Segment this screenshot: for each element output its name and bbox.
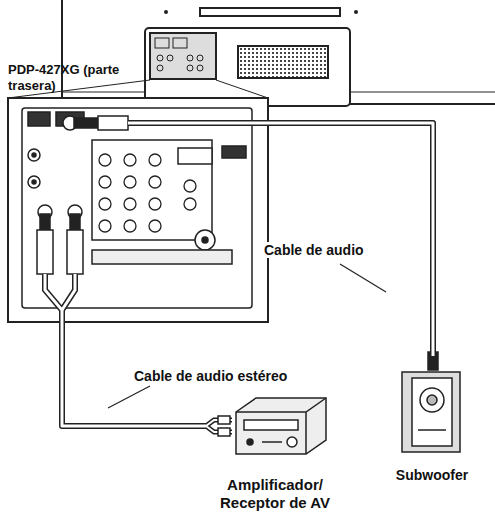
terminal-panel: [8, 98, 268, 322]
tv-back: [62, 0, 495, 106]
cable-label: Cable de audio estéreo: [132, 368, 289, 384]
model-heading: PDP-427XG (parte trasera): [8, 62, 128, 94]
device-label: Subwoofer: [382, 466, 482, 484]
subwoofer-box: Subwoofer: [380, 356, 484, 484]
subwoofer: [402, 352, 460, 452]
amplifier: [206, 398, 326, 454]
audio-cable: [268, 123, 433, 356]
terminal-panel: PDP-427XG (parte trasera): [8, 98, 268, 322]
device-label: Amplificador/ Receptor de AV: [215, 476, 335, 512]
cable-label: Cable de audio: [262, 242, 366, 258]
amplifier-box: Amplificador/ Receptor de AV: [200, 392, 350, 512]
